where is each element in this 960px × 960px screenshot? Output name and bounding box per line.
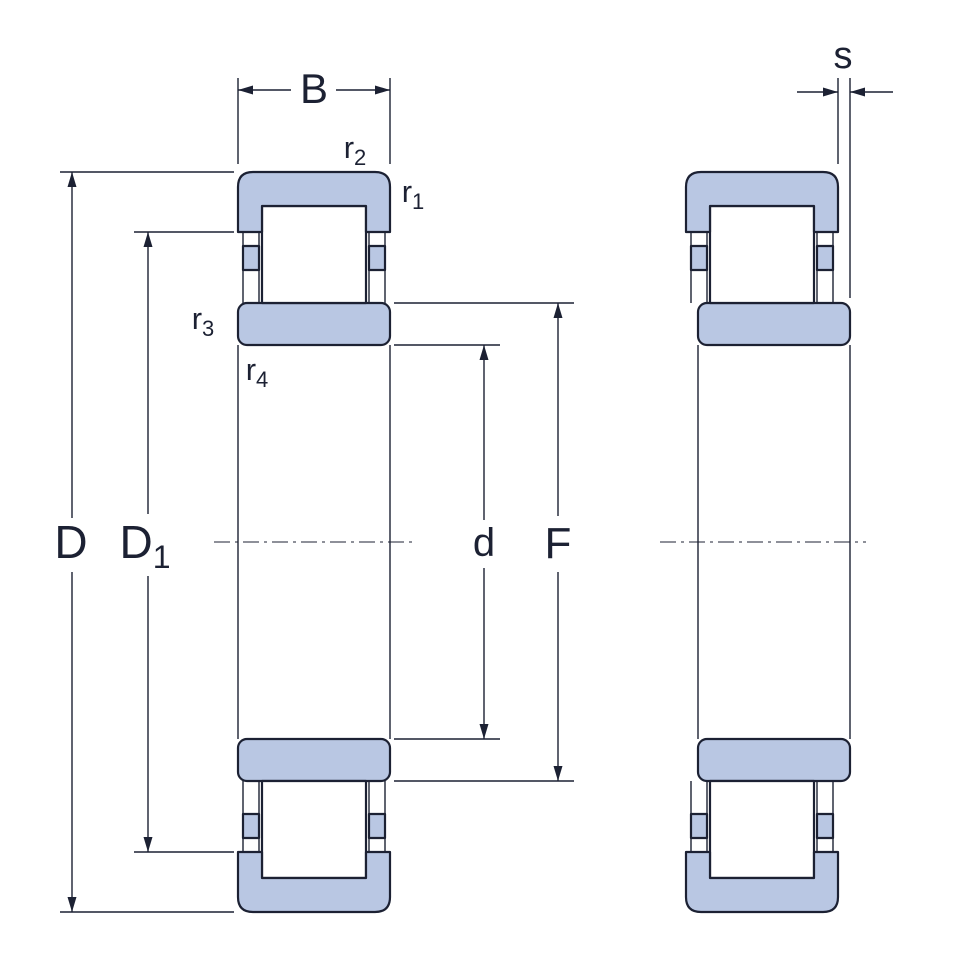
cage-section: [241, 812, 261, 840]
arrowhead: [553, 766, 563, 781]
roller-lower: [260, 779, 368, 880]
arrowhead: [850, 87, 865, 97]
label-s: s: [834, 35, 853, 77]
arrowhead: [479, 724, 489, 739]
dimension-d: d: [394, 344, 500, 740]
label-r2: r2: [344, 130, 367, 170]
label-D1: D1: [119, 516, 170, 575]
outer-ring-lower-section: [236, 850, 392, 914]
cage-section: [367, 244, 387, 272]
dimension-F: F: [394, 302, 574, 782]
outer-ring-upper-section: [236, 170, 392, 234]
label-F: F: [545, 519, 572, 568]
inner-ring-upper-section: [236, 301, 392, 347]
arrowhead: [479, 345, 489, 360]
dimension-s: s: [797, 35, 893, 298]
arrowhead: [553, 303, 563, 318]
dimension-D: D: [54, 171, 234, 913]
label-D: D: [54, 516, 87, 568]
arrowhead: [143, 232, 153, 247]
label-r1: r1: [402, 174, 425, 214]
dimension-D1: D1: [119, 231, 234, 853]
label-d: d: [473, 521, 495, 565]
cage-section: [241, 244, 261, 272]
arrowhead: [67, 172, 77, 187]
inner-ring-assembly: [236, 301, 392, 783]
label-B: B: [300, 65, 328, 112]
cage-section: [367, 812, 387, 840]
arrowhead: [823, 87, 838, 97]
arrowhead: [143, 837, 153, 852]
label-r4: r4: [246, 352, 269, 392]
roller-upper: [260, 204, 368, 305]
label-r3: r3: [192, 301, 215, 341]
arrowhead: [67, 897, 77, 912]
outer-ring-assembly: [236, 170, 392, 914]
dimension-B: B: [237, 65, 391, 164]
arrowhead: [375, 85, 390, 95]
inner-ring-lower-section: [236, 737, 392, 783]
arrowhead: [238, 85, 253, 95]
